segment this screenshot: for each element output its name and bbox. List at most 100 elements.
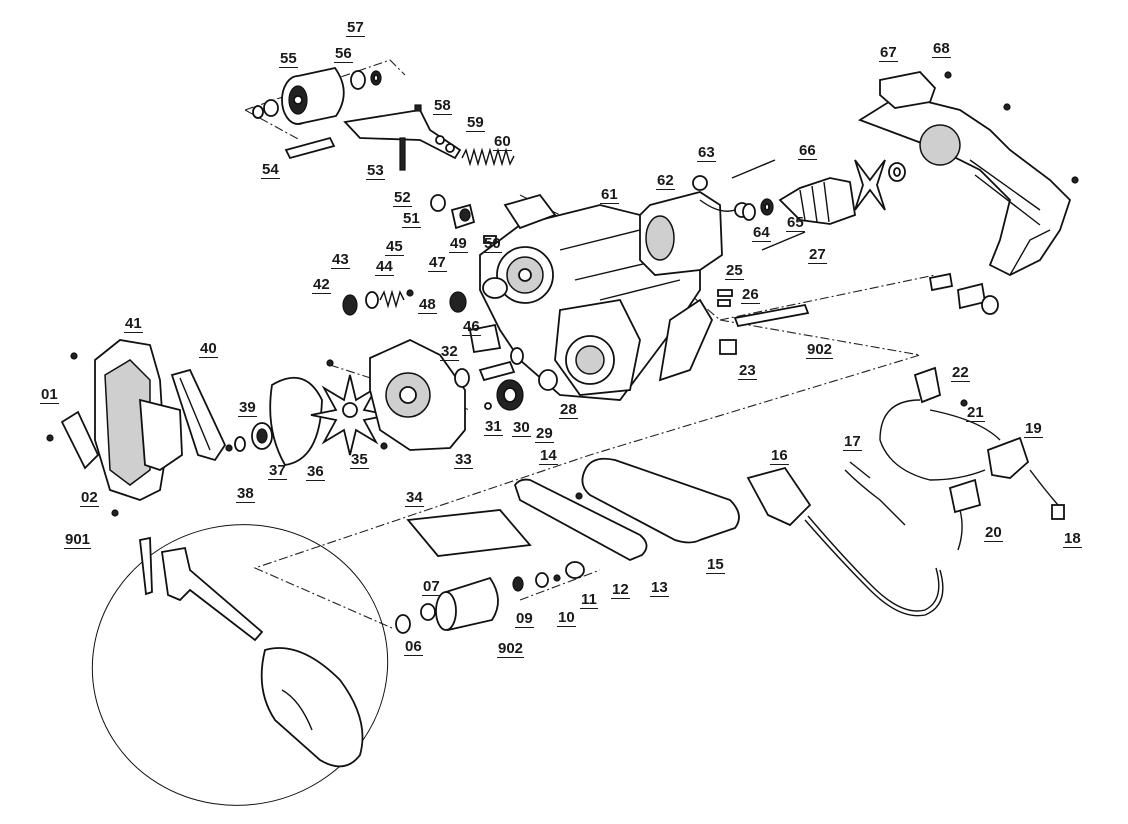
label-26: 26 (741, 286, 760, 304)
part-36-disc (269, 376, 323, 466)
part-16-power-cord (746, 466, 944, 617)
part-63-64-65 (692, 175, 774, 221)
label-28: 28 (559, 401, 578, 419)
label-68: 68 (932, 40, 951, 58)
label-63: 63 (697, 144, 716, 162)
part-01 (60, 410, 100, 470)
part-34-pad (406, 509, 532, 557)
label-10: 10 (557, 609, 576, 627)
label-36: 36 (306, 463, 325, 481)
label-33: 33 (454, 451, 473, 469)
part-56-57-bearing (252, 70, 382, 119)
label-27: 27 (808, 246, 827, 264)
label-61: 61 (600, 186, 619, 204)
label-52: 52 (393, 189, 412, 207)
label-48: 48 (418, 296, 437, 314)
label-901: 901 (64, 531, 92, 549)
label-50: 50 (483, 235, 502, 253)
label-30: 30 (512, 419, 531, 437)
part-33-gear-housing (369, 339, 466, 451)
part-13-plate (514, 478, 648, 561)
label-34: 34 (405, 489, 424, 507)
label-01: 01 (40, 386, 59, 404)
label-11: 11 (580, 591, 598, 609)
part-68-screw (944, 71, 1079, 184)
label-09: 09 (515, 610, 534, 628)
label-49: 49 (449, 235, 468, 253)
label-31: 31 (484, 418, 503, 436)
label-54: 54 (261, 161, 280, 179)
label-25: 25 (725, 262, 744, 280)
part-27-screws (731, 159, 806, 251)
part-67-handle-housing (857, 71, 1072, 277)
label-55: 55 (279, 50, 298, 68)
label-45: 45 (385, 238, 404, 256)
label-38: 38 (236, 485, 255, 503)
label-15: 15 (706, 556, 725, 574)
label-23: 23 (738, 362, 757, 380)
label-16: 16 (770, 447, 789, 465)
misc-screws (46, 352, 968, 517)
part-37-38-39-pulley (225, 422, 273, 452)
label-59: 59 (466, 114, 485, 132)
label-19: 19 (1024, 420, 1043, 438)
label-57: 57 (346, 19, 365, 37)
label-67: 67 (879, 44, 898, 62)
label-51: 51 (402, 210, 421, 228)
label-43: 43 (331, 251, 350, 269)
part-42-45-spindle (342, 289, 414, 316)
label-62: 62 (656, 172, 675, 190)
part-41-side-cover (94, 339, 183, 501)
label-37: 37 (268, 462, 287, 480)
label-40: 40 (199, 340, 218, 358)
label-60: 60 (493, 133, 512, 151)
part-51-52-knob (430, 194, 497, 244)
label-21: 21 (966, 404, 985, 422)
part-17-cable (844, 461, 906, 526)
label-39: 39 (238, 399, 257, 417)
label-20: 20 (984, 524, 1003, 542)
label-47: 47 (428, 254, 447, 272)
part-18-22-switch (879, 366, 1065, 551)
label-06: 06 (404, 638, 423, 656)
label-35: 35 (350, 451, 369, 469)
part-55-roller (281, 66, 345, 125)
part-15-sanding-belt (581, 457, 740, 544)
label-07: 07 (422, 578, 441, 596)
part-28-32-shaft-gears (454, 347, 558, 411)
label-56: 56 (334, 45, 353, 63)
part-54-pin (284, 136, 336, 160)
label-41: 41 (124, 315, 143, 333)
label-66: 66 (798, 142, 817, 160)
label-53: 53 (366, 162, 385, 180)
part-40-belt (170, 368, 227, 462)
part-06-12-roller (395, 561, 585, 634)
label-14: 14 (539, 447, 558, 465)
part-46-47-48 (449, 291, 502, 354)
label-902-axle: 902 (806, 341, 834, 359)
label-32: 32 (440, 343, 459, 361)
label-42: 42 (312, 276, 331, 294)
label-02: 02 (80, 489, 99, 507)
label-65: 65 (786, 214, 805, 232)
part-35-fan (310, 374, 390, 456)
label-902-roller: 902 (497, 640, 525, 658)
part-66-armature (778, 159, 906, 225)
label-22: 22 (951, 364, 970, 382)
label-17: 17 (843, 433, 862, 451)
label-46: 46 (462, 318, 481, 336)
label-12: 12 (611, 581, 630, 599)
part-62-stator (639, 191, 736, 276)
label-44: 44 (375, 258, 394, 276)
part-25-26 (717, 272, 999, 328)
part-53-bracket (343, 104, 462, 171)
label-18: 18 (1063, 530, 1082, 548)
label-64: 64 (752, 224, 771, 242)
label-13: 13 (650, 579, 669, 597)
part-901-inset (91, 524, 389, 806)
part-60-spring (461, 147, 515, 167)
label-29: 29 (535, 425, 554, 443)
label-58: 58 (433, 97, 452, 115)
